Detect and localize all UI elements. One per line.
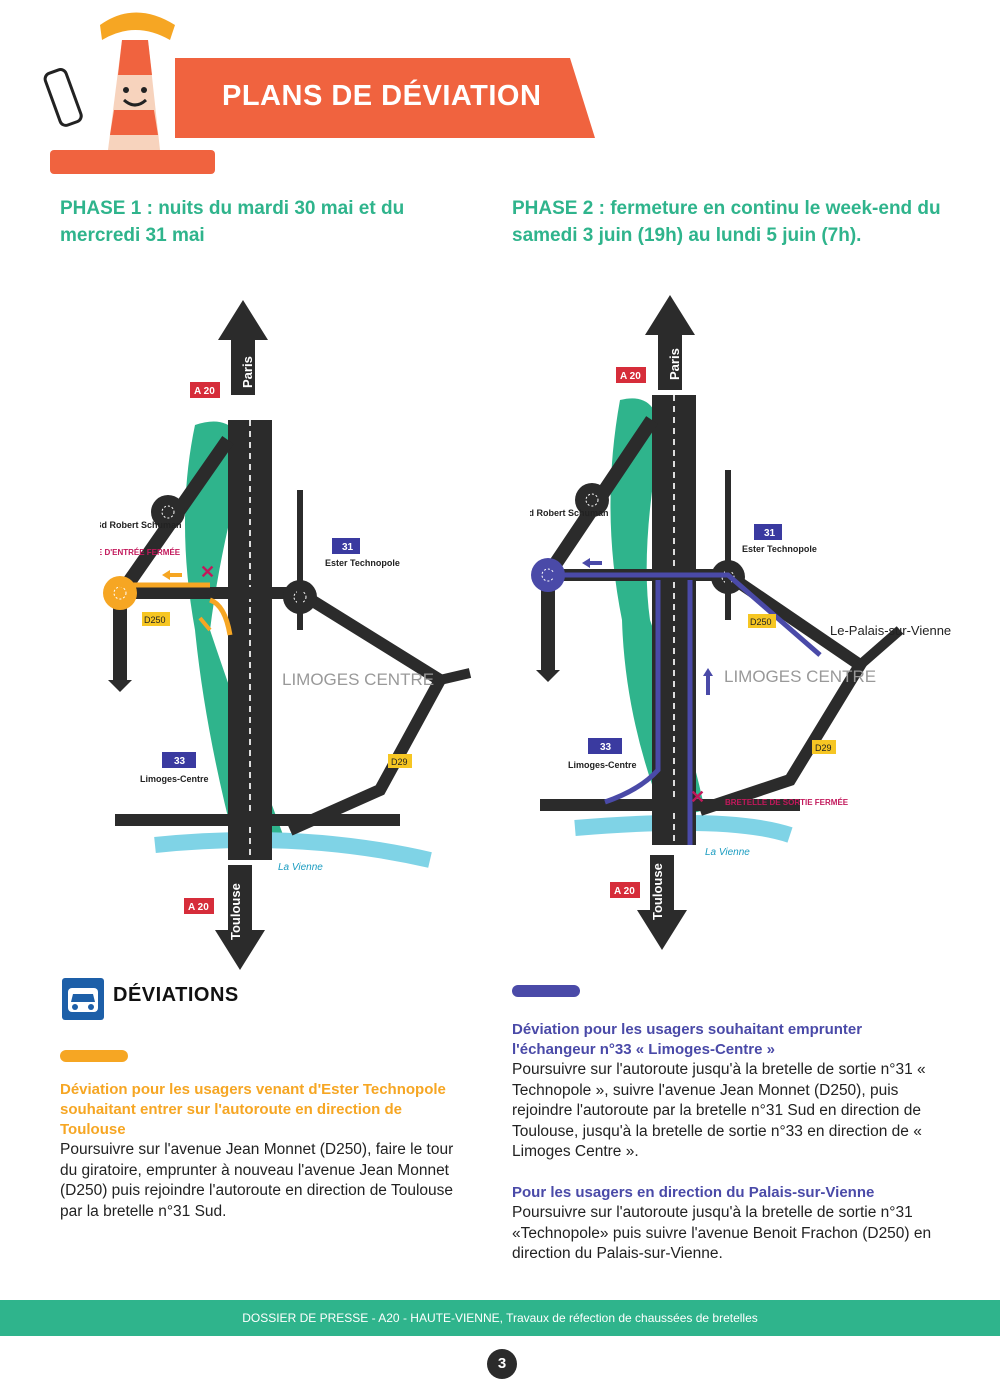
- car-icon: [62, 978, 104, 1020]
- limoges-centre-label: LIMOGES CENTRE: [282, 670, 434, 689]
- blue-deviation-text: Poursuivre sur l'autoroute jusqu'à la br…: [512, 1061, 926, 1160]
- limoges-centre-exit-label: Limoges-Centre: [140, 774, 209, 784]
- a20-bottom-badge: A 20: [614, 886, 635, 897]
- phase2-map: La Vienne Paris A 20 Toulouse A 20 ✕ Bd …: [530, 295, 951, 950]
- river-label: La Vienne: [705, 847, 750, 858]
- palais-deviation-text: Poursuivre sur l'autoroute jusqu'à la br…: [512, 1204, 932, 1262]
- a20-bottom-badge: A 20: [188, 902, 209, 913]
- paris-label: Paris: [240, 356, 255, 388]
- deviations-title: DÉVIATIONS: [113, 984, 239, 1006]
- ester-label: Ester Technopole: [742, 544, 817, 554]
- orange-deviation-heading: Déviation pour les usagers venant d'Este…: [60, 1081, 446, 1138]
- closed-ramp-x-icon: ✕: [690, 787, 705, 807]
- limoges-centre-label: LIMOGES CENTRE: [724, 667, 876, 686]
- limoges-centre-exit-label: Limoges-Centre: [568, 760, 637, 770]
- blue-route-legend: [512, 985, 580, 997]
- phase2-title: PHASE 2 : fermeture en continu le week-e…: [512, 198, 941, 246]
- phase1-title: PHASE 1 : nuits du mardi 30 mai et du me…: [60, 198, 405, 246]
- footer-bar: [0, 1300, 1000, 1336]
- d250-badge: D250: [144, 615, 166, 625]
- bd-label: Bd Robert Schuman: [100, 520, 182, 530]
- blue-deviation-heading: Déviation pour les usagers souhaitant em…: [512, 1021, 863, 1058]
- exit33-badge: 33: [600, 742, 612, 753]
- ester-label: Ester Technopole: [325, 558, 400, 568]
- toulouse-label: Toulouse: [228, 883, 243, 940]
- cone-mascot-icon: [43, 12, 215, 174]
- bretelle-closed-label: BRETELLE DE SORTIE FERMÉE: [725, 798, 849, 807]
- bretelle-closed-label: BRETELLE D'ENTRÉE FERMÉE: [100, 548, 181, 557]
- exit33-badge: 33: [174, 756, 186, 767]
- paris-label: Paris: [667, 348, 682, 380]
- river-label: La Vienne: [278, 862, 323, 873]
- page-title: PLANS DE DÉVIATION: [222, 80, 542, 112]
- toulouse-label: Toulouse: [650, 863, 665, 920]
- closed-ramp-x-icon: ✕: [200, 562, 215, 582]
- title-banner: [175, 58, 595, 138]
- phase1-map: La Vienne Paris A 20 Toulouse A 20 ✕ Bd …: [100, 300, 472, 970]
- d29-badge: D29: [391, 757, 408, 767]
- d250-badge: D250: [750, 617, 772, 627]
- orange-deviation-text: Poursuivre sur l'avenue Jean Monnet (D25…: [60, 1141, 454, 1220]
- palais-deviation-heading: Pour les usagers en direction du Palais-…: [512, 1184, 875, 1201]
- exit31-badge: 31: [342, 542, 354, 553]
- exit31-badge: 31: [764, 528, 776, 539]
- page-number: 3: [487, 1349, 517, 1379]
- a20-top-badge: A 20: [194, 386, 215, 397]
- orange-route-legend: [60, 1050, 128, 1062]
- d29-badge: D29: [815, 743, 832, 753]
- palais-label: Le-Palais-sur-Vienne: [830, 623, 951, 638]
- a20-top-badge: A 20: [620, 371, 641, 382]
- bd-label: Bd Robert Schuman: [530, 508, 609, 518]
- footer-text: DOSSIER DE PRESSE - A20 - HAUTE-VIENNE, …: [242, 1311, 758, 1325]
